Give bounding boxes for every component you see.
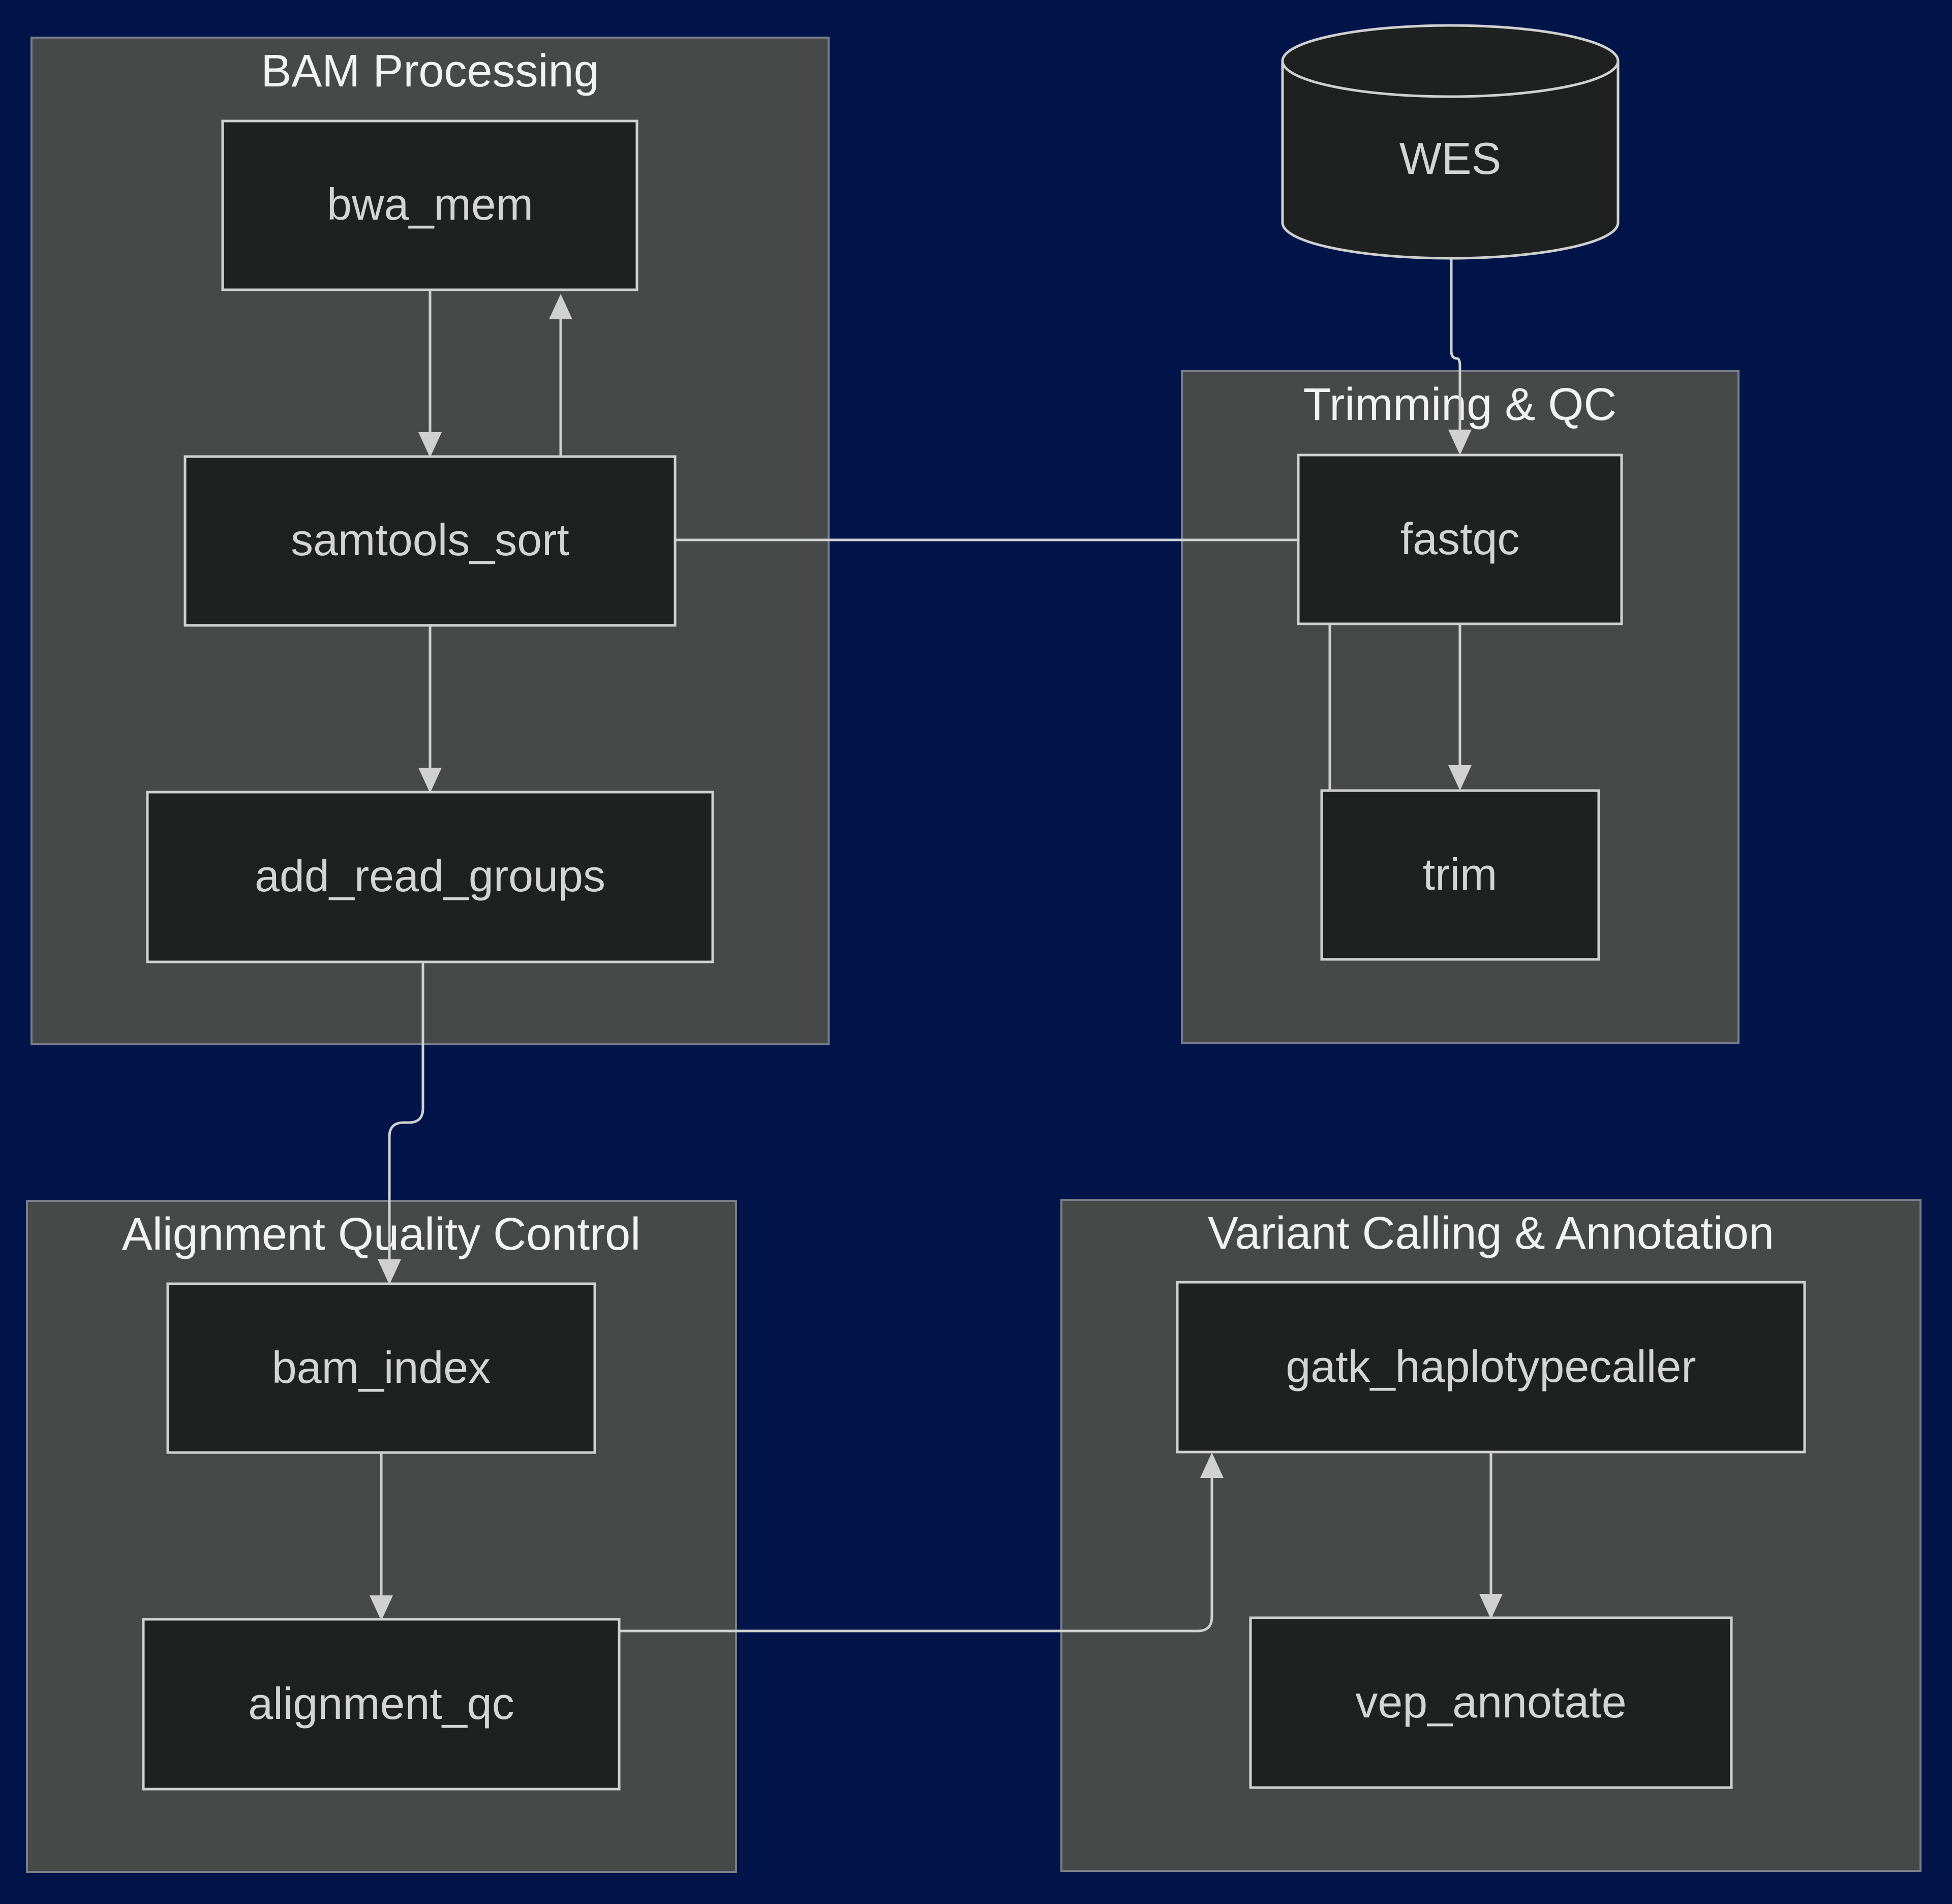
arrowhead: [1200, 1453, 1224, 1478]
edge-wes-to-fastqc: [1448, 258, 1472, 455]
node-alignment-qc-box: [142, 1618, 621, 1791]
arrowhead: [370, 1595, 393, 1621]
node-gatk-haplotypecaller-label: gatk_haplotypecaller: [1286, 1341, 1696, 1392]
arrowhead: [1448, 765, 1472, 791]
node-trim-label: trim: [1423, 849, 1498, 899]
node-gatk-haplotypecaller-box: [1176, 1281, 1806, 1454]
node-alignment-qc-label: alignment_qc: [248, 1678, 514, 1729]
edge-gatk-to-vep-annotate: [1479, 1452, 1503, 1619]
node-alignment-qc[interactable]: alignment_qc: [142, 1618, 621, 1791]
node-add-read-groups[interactable]: add_read_groups: [146, 791, 714, 963]
node-gatk-haplotypecaller[interactable]: gatk_haplotypecaller: [1176, 1281, 1806, 1454]
cluster-alignment-quality-control-title: Alignment Quality Control: [122, 1209, 640, 1260]
database-icon-rim: [1281, 61, 1620, 98]
edge-bam-index-to-alignment-qc: [370, 1453, 393, 1621]
edge-bwa-mem-to-samtools-sort: [418, 291, 442, 458]
node-bam-index-box: [166, 1282, 596, 1454]
node-bwa-mem-label: bwa_mem: [327, 179, 533, 229]
node-trim[interactable]: trim: [1320, 789, 1600, 961]
edge-samtools-sort-to-add-read-groups: [418, 625, 442, 793]
node-fastqc-box: [1297, 454, 1623, 625]
node-wes[interactable]: WES: [1281, 24, 1620, 260]
node-samtools-sort[interactable]: samtools_sort: [184, 455, 677, 627]
node-bam-index-label: bam_index: [272, 1342, 491, 1393]
node-samtools-sort-label: samtools_sort: [291, 515, 569, 565]
edge-add-read-groups-to-bam-index: [378, 962, 424, 1285]
node-vep-annotate-box: [1249, 1616, 1733, 1789]
arrowhead: [378, 1259, 401, 1285]
edge-fastqc-to-trim: [1448, 624, 1472, 791]
node-add-read-groups-label: add_read_groups: [255, 851, 605, 901]
node-samtools-sort-box: [184, 455, 677, 627]
node-add-read-groups-box: [146, 791, 714, 963]
arrowhead: [418, 432, 442, 458]
edge-alignment-qc-to-gatk: [619, 1453, 1224, 1633]
arrowhead: [549, 294, 572, 319]
node-vep-annotate[interactable]: vep_annotate: [1249, 1616, 1733, 1789]
node-fastqc-label: fastqc: [1400, 513, 1520, 564]
node-trim-box: [1320, 789, 1600, 961]
node-bwa-mem[interactable]: bwa_mem: [221, 119, 638, 291]
arrowhead: [1479, 1594, 1503, 1619]
node-bam-index[interactable]: bam_index: [166, 1282, 596, 1454]
node-vep-annotate-label: vep_annotate: [1355, 1677, 1626, 1727]
arrowhead: [418, 768, 442, 793]
cluster-variant-calling-annotation-title: Variant Calling & Annotation: [1208, 1208, 1774, 1259]
node-fastqc[interactable]: fastqc: [1297, 454, 1623, 625]
cluster-bam-processing-title: BAM Processing: [261, 46, 599, 97]
node-bwa-mem-box: [221, 119, 638, 291]
node-wes-label: WES: [1399, 133, 1501, 184]
arrowhead: [1448, 430, 1472, 455]
